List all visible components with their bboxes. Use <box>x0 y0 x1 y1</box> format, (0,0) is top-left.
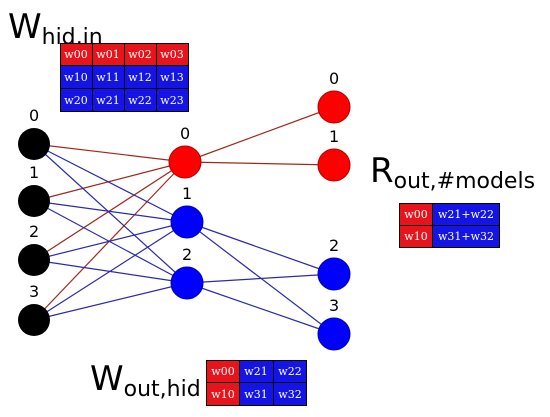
input-node-2 <box>18 244 50 276</box>
r-out-cell <box>433 226 499 247</box>
output-node-0 <box>317 90 351 124</box>
edge-hid0-out0 <box>184 106 335 163</box>
edge-hid0-out1 <box>184 161 335 166</box>
w-hid-in-cell-text: w20 <box>64 94 87 107</box>
r-out-cell <box>400 204 432 225</box>
input-node-label-1: 1 <box>29 163 39 182</box>
w-out-hid-cell <box>207 383 239 405</box>
input-node-3 <box>18 304 50 336</box>
input-node-0 <box>18 128 50 160</box>
w-out-hid-cell-text: w32 <box>278 388 301 401</box>
w-hid-in-cell <box>157 89 188 111</box>
w-hid-in-cell-text: w10 <box>64 71 87 84</box>
edge-in1-hid1 <box>33 200 188 223</box>
edge-in1-hid2 <box>33 200 188 284</box>
w-out-hid-cell <box>240 361 273 382</box>
output-layer: 0 1 2 3 <box>317 69 351 351</box>
edge-in0-hid2 <box>33 143 188 284</box>
edge-hid2-out3 <box>186 282 335 335</box>
w-hid-in-cell-text: w01 <box>96 48 119 61</box>
w-hid-in-cell <box>157 66 188 88</box>
w-out-hid-cell-text: w31 <box>244 388 267 401</box>
w-hid-in-matrix: w00 w01 w02 w03 w10 w11 w12 w13 w20 w21 … <box>60 43 189 112</box>
r-out-title: Rout,#models <box>370 151 535 194</box>
w-hid-in-cell-text: w11 <box>96 71 119 84</box>
output-node-label-1: 1 <box>329 127 339 146</box>
w-hid-in-cell-text: w13 <box>160 71 183 84</box>
hidden-node-label-0: 0 <box>180 124 190 143</box>
r-out-cell-text: w31+w32 <box>438 230 494 243</box>
r-out-cell-text: w10 <box>404 230 427 243</box>
hidden-layer: 0 1 2 <box>168 124 204 300</box>
edge-in1-hid0 <box>33 161 186 202</box>
edge-hid1-out2 <box>186 221 335 275</box>
w-out-hid-cell-text: w10 <box>211 388 234 401</box>
edge-hid2-out2 <box>186 273 335 284</box>
w-out-hid-title: Wout,hid <box>90 359 201 402</box>
w-out-hid-cell-text: w00 <box>211 365 234 378</box>
w-hid-in-cell-text: w02 <box>128 48 151 61</box>
w-hid-in-cell-text: w00 <box>64 48 87 61</box>
w-hid-in-cell <box>125 66 156 88</box>
edge-in0-hid0 <box>33 143 186 163</box>
w-hid-in-title: Whid,in <box>8 7 103 50</box>
output-node-1 <box>317 148 351 182</box>
w-hid-in-cell-text: w03 <box>160 48 183 61</box>
input-hidden-edges <box>33 143 188 321</box>
w-hid-in-cell <box>93 89 124 111</box>
w-hid-in-cell <box>61 89 92 111</box>
edge-in3-hid2 <box>33 282 188 321</box>
hidden-node-0 <box>168 145 202 179</box>
input-node-label-3: 3 <box>29 282 39 301</box>
w-hid-in-cell <box>125 89 156 111</box>
w-hid-in-cell <box>157 44 188 65</box>
output-node-label-3: 3 <box>329 296 339 315</box>
input-node-label-0: 0 <box>29 106 39 125</box>
input-node-1 <box>18 185 50 217</box>
r-out-cell <box>400 226 432 247</box>
w-out-hid-cell <box>207 361 239 382</box>
r-out-matrix: w00 w21+w22 w10 w31+w32 <box>399 203 500 248</box>
w-hid-in-cell-text: w22 <box>128 94 151 107</box>
input-node-label-2: 2 <box>29 222 39 241</box>
w-hid-in-cell <box>61 66 92 88</box>
w-out-hid-cell-text: w22 <box>278 365 301 378</box>
w-hid-in-cell-text: w23 <box>160 94 183 107</box>
output-node-label-2: 2 <box>329 236 339 255</box>
output-node-3 <box>317 317 351 351</box>
w-out-hid-cell-text: w21 <box>244 365 267 378</box>
hidden-node-2 <box>170 266 204 300</box>
w-hid-in-cell <box>93 44 124 65</box>
hidden-node-label-2: 2 <box>182 245 192 264</box>
w-hid-in-cell-text: w12 <box>128 71 151 84</box>
output-node-label-0: 0 <box>329 69 339 88</box>
w-out-hid-cell <box>240 383 273 405</box>
w-out-hid-cell <box>274 383 306 405</box>
w-out-hid-cell <box>274 361 306 382</box>
hidden-node-1 <box>170 205 204 239</box>
output-node-2 <box>317 257 351 291</box>
edge-in2-hid1 <box>33 221 188 261</box>
r-out-cell-text: w00 <box>404 208 427 221</box>
w-hid-in-cell-text: w21 <box>96 94 119 107</box>
input-layer: 0 1 2 3 <box>18 106 50 336</box>
r-out-cell-text: w21+w22 <box>438 208 494 221</box>
w-hid-in-cell <box>125 44 156 65</box>
r-out-cell <box>433 204 499 225</box>
hidden-output-edges <box>184 106 335 335</box>
w-out-hid-matrix: w00 w21 w22 w10 w31 w32 <box>206 360 307 406</box>
w-hid-in-cell <box>93 66 124 88</box>
hidden-node-label-1: 1 <box>182 184 192 203</box>
edge-in2-hid2 <box>33 259 188 284</box>
edge-in0-hid1 <box>33 143 188 223</box>
w-hid-in-cell <box>61 44 92 65</box>
